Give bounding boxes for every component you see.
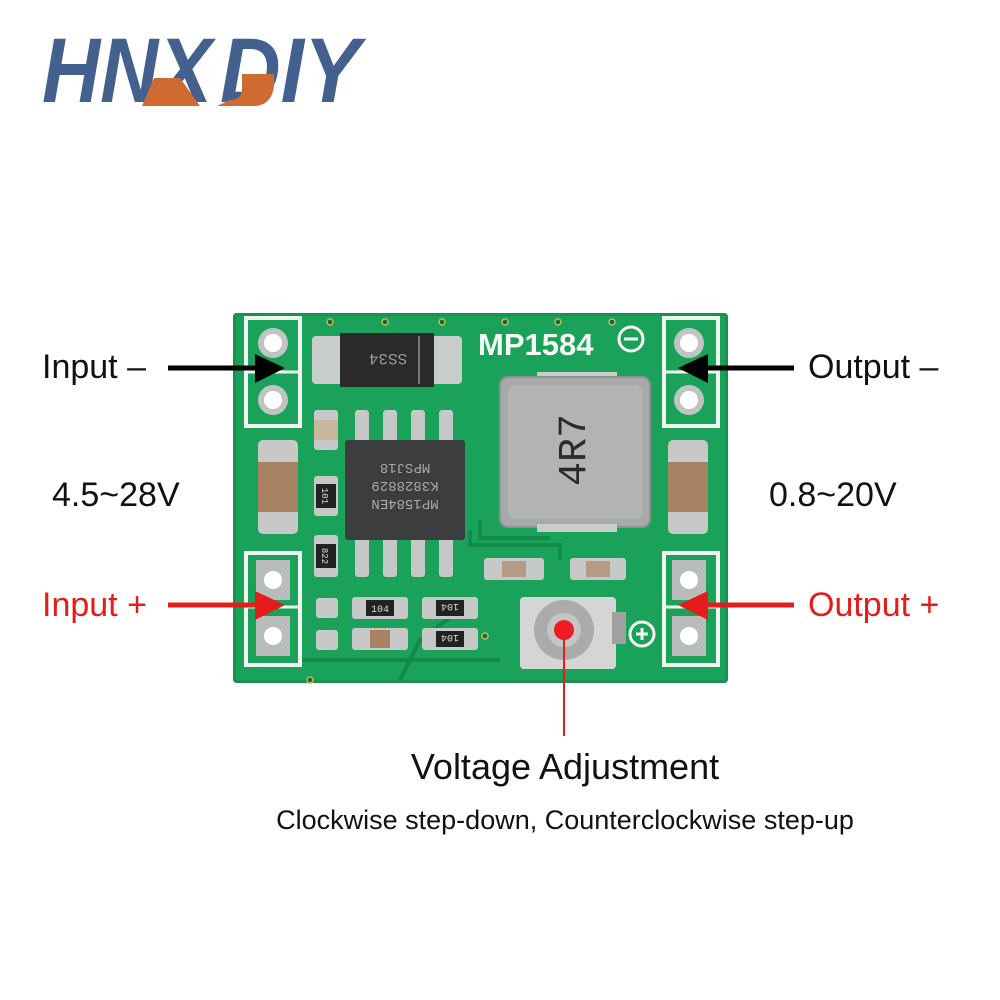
- svg-text:K3828829: K3828829: [371, 477, 438, 493]
- output-minus-label: Output –: [808, 348, 939, 386]
- output-voltage-range: 0.8~20V: [769, 476, 897, 514]
- svg-text:101: 101: [319, 488, 329, 504]
- hnx-diy-logo-icon: HNX DIY: [42, 30, 367, 110]
- input-capacitor: [258, 440, 298, 534]
- smd-components: 101 822 104 104 104: [314, 410, 626, 650]
- svg-text:104: 104: [441, 600, 459, 611]
- input-minus-arrow-icon: [168, 354, 285, 383]
- input-minus-label: Input –: [42, 348, 146, 386]
- svg-text:SS34: SS34: [369, 349, 407, 367]
- voltage-adjust-potentiometer[interactable]: [520, 597, 626, 669]
- svg-text:104: 104: [371, 605, 389, 616]
- input-plus-label: Input +: [42, 586, 147, 624]
- minus-symbol-icon: [617, 325, 645, 353]
- inductor-4r7: 4R7: [499, 372, 651, 532]
- svg-text:4R7: 4R7: [553, 414, 598, 486]
- mp1584en-ic: MPSJ18 K3828829 MP1584EN: [345, 410, 465, 577]
- output-header: [662, 316, 720, 667]
- output-plus-label: Output +: [808, 586, 940, 624]
- input-header: [244, 316, 302, 667]
- input-plus-arrow-icon: [168, 591, 285, 620]
- output-capacitor: [668, 440, 708, 534]
- svg-text:822: 822: [319, 548, 329, 564]
- input-voltage-range: 4.5~28V: [52, 476, 180, 514]
- svg-text:MP1584EN: MP1584EN: [371, 495, 438, 511]
- svg-text:MPSJ18: MPSJ18: [380, 459, 430, 475]
- output-plus-arrow-icon: [678, 591, 794, 620]
- ss34-diode: SS34: [312, 333, 462, 387]
- svg-text:104: 104: [441, 631, 459, 642]
- brand-logo: HNX DIY: [42, 30, 372, 110]
- voltage-adjustment-instructions: Clockwise step-down, Counterclockwise st…: [276, 805, 854, 835]
- chip-silkscreen-label: MP1584: [478, 327, 594, 362]
- output-minus-arrow-icon: [678, 354, 794, 383]
- plus-symbol-icon: [628, 620, 656, 648]
- voltage-adjustment-title: Voltage Adjustment: [410, 746, 720, 787]
